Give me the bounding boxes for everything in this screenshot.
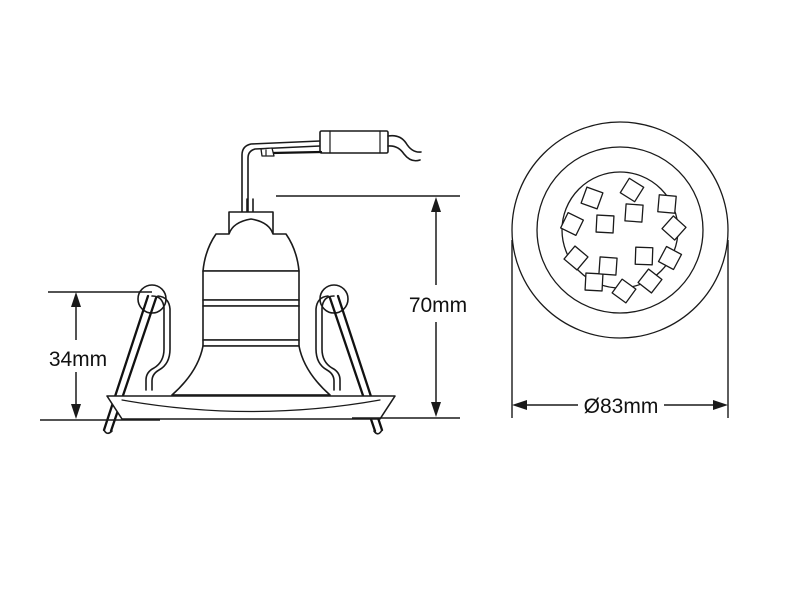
front-face-view bbox=[511, 121, 729, 339]
arrow-left-83mm bbox=[512, 400, 527, 410]
led-chips bbox=[559, 177, 687, 304]
led-chip bbox=[661, 215, 687, 241]
led-chip bbox=[563, 245, 589, 271]
led-chip bbox=[637, 268, 663, 294]
arrow-right-83mm bbox=[713, 400, 728, 410]
driver-transformer bbox=[319, 130, 389, 154]
dimension-depth-34mm: 34mm bbox=[40, 291, 160, 421]
led-chip bbox=[657, 245, 683, 271]
transformer-output-wire bbox=[387, 134, 422, 162]
led-chip bbox=[619, 177, 645, 203]
led-chip bbox=[584, 272, 604, 292]
bezel-trim bbox=[106, 395, 396, 420]
dimension-label-70mm: 70mm bbox=[409, 294, 467, 317]
dimension-label-83mm: Ø83mm bbox=[584, 395, 659, 418]
arrow-up-34mm bbox=[71, 292, 81, 307]
led-chip bbox=[580, 186, 604, 210]
dimension-diameter-83mm: Ø83mm bbox=[511, 240, 729, 418]
arrow-down-34mm bbox=[71, 404, 81, 419]
spring-clip-left bbox=[102, 284, 171, 435]
led-chip bbox=[624, 203, 644, 223]
mains-cable bbox=[241, 140, 321, 215]
led-chip bbox=[611, 278, 637, 304]
side-elevation-view bbox=[102, 130, 422, 435]
arrow-down-70mm bbox=[431, 402, 441, 417]
led-chip bbox=[657, 194, 677, 214]
led-chip bbox=[559, 211, 585, 237]
lamp-dome bbox=[202, 218, 300, 272]
lamp-lead-wire bbox=[260, 147, 323, 157]
led-chip bbox=[634, 246, 654, 266]
dimension-label-34mm: 34mm bbox=[49, 348, 107, 371]
led-face-ring bbox=[561, 171, 679, 289]
dimension-height-70mm: 70mm bbox=[276, 195, 467, 419]
led-chip bbox=[595, 214, 615, 234]
led-chip bbox=[598, 256, 618, 276]
arrow-up-70mm bbox=[431, 197, 441, 212]
reflector-cone bbox=[171, 345, 331, 396]
lamp-body bbox=[202, 270, 300, 347]
